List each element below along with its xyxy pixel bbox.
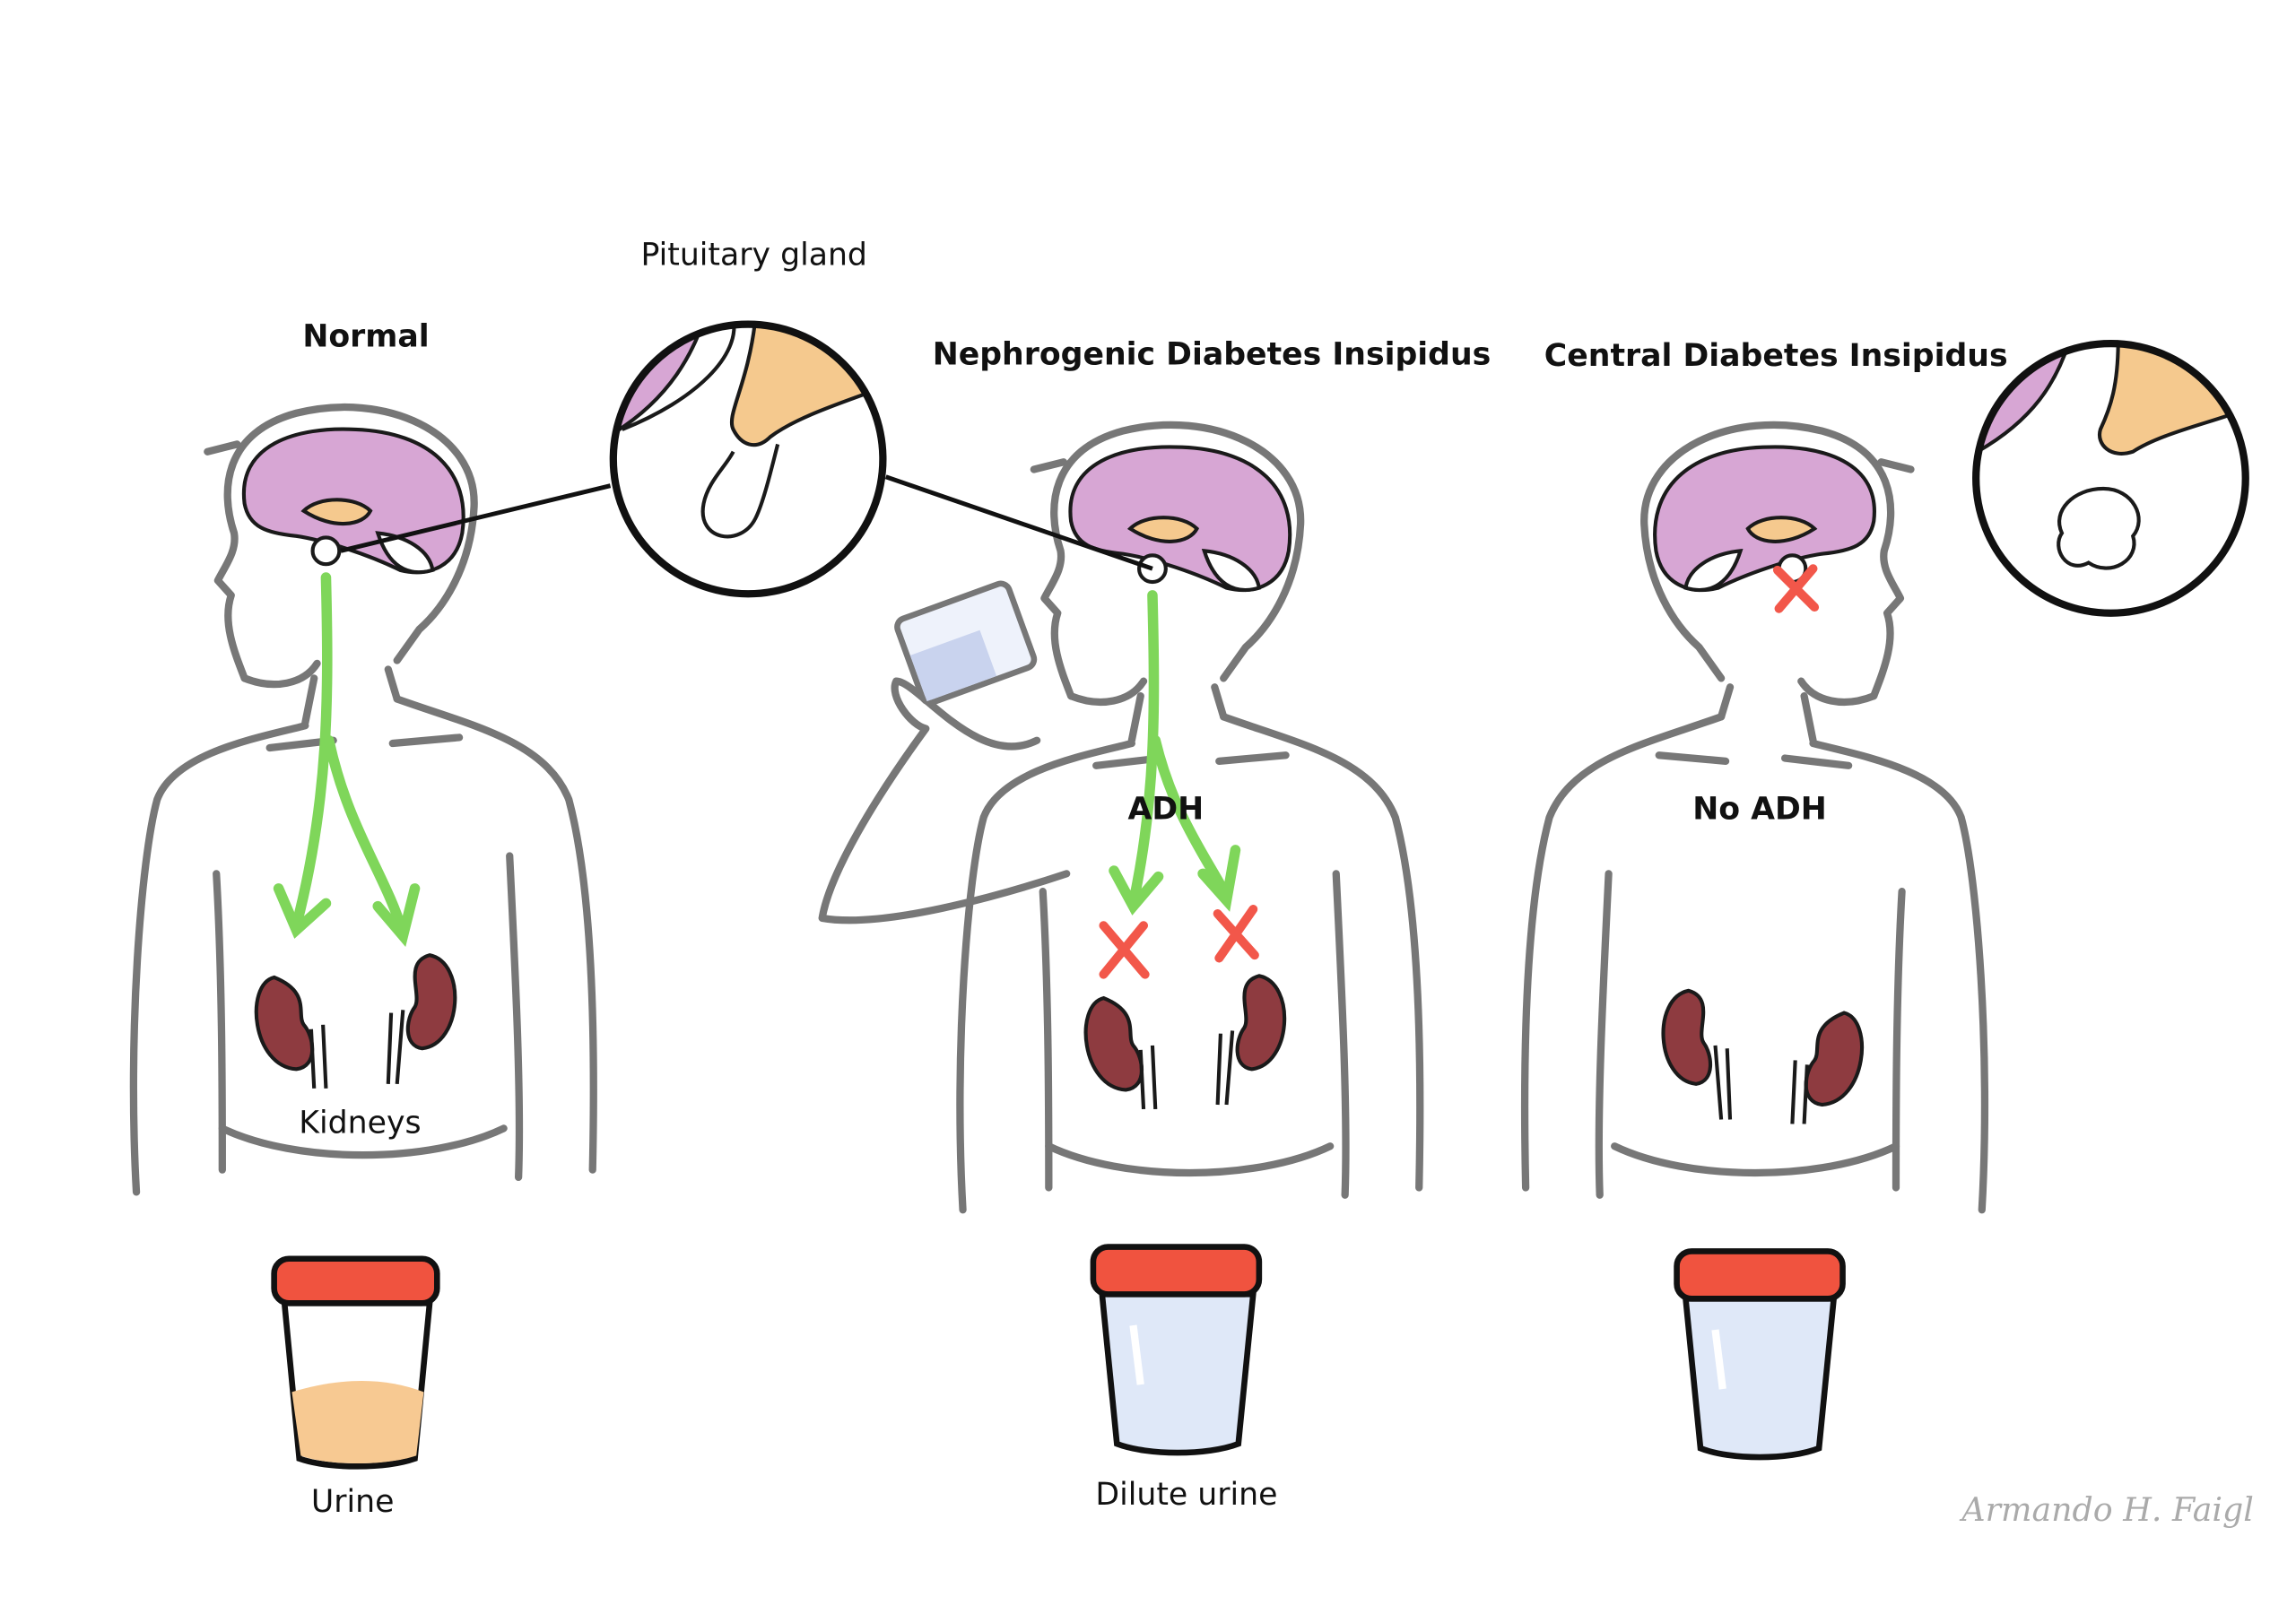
- figure-nephrogenic: [818, 425, 1421, 1210]
- adh-arrows-nephrogenic: [1109, 590, 1241, 916]
- title-normal: Normal: [302, 318, 429, 354]
- no-adh-cross-icon: [1772, 564, 1820, 613]
- title-central: Central Diabetes Insipidus: [1544, 338, 2008, 374]
- urine-cup-nephrogenic: [1090, 1244, 1263, 1456]
- urine-cup-normal: [271, 1255, 440, 1470]
- artist-signature: Armando H. Faigl: [1959, 1490, 2253, 1529]
- person-normal: [134, 407, 594, 1192]
- figure-normal: [134, 407, 594, 1192]
- label-urine: Urine: [311, 1484, 395, 1520]
- kidneys-nephrogenic: [1086, 976, 1284, 1109]
- drinking-arm: [818, 677, 1071, 924]
- water-glass-icon: [894, 580, 1038, 706]
- label-no-adh: No ADH: [1692, 791, 1827, 827]
- label-adh: ADH: [1127, 791, 1204, 827]
- pituitary-magnifier-central: [1972, 340, 2249, 617]
- adh-arrows-normal: [273, 572, 421, 948]
- kidneys-central: [1664, 991, 1862, 1124]
- label-kidneys: Kidneys: [299, 1105, 421, 1141]
- label-dilute-urine: Dilute urine: [1095, 1477, 1277, 1513]
- figure-central: [1525, 425, 1985, 1210]
- kidneys-normal: [257, 955, 455, 1089]
- title-nephrogenic: Nephrogenic Diabetes Insipidus: [933, 336, 1492, 372]
- blocked-cross-icon: [1099, 905, 1259, 979]
- label-pituitary-gland: Pituitary gland: [640, 238, 867, 273]
- urine-cup-central: [1674, 1248, 1846, 1461]
